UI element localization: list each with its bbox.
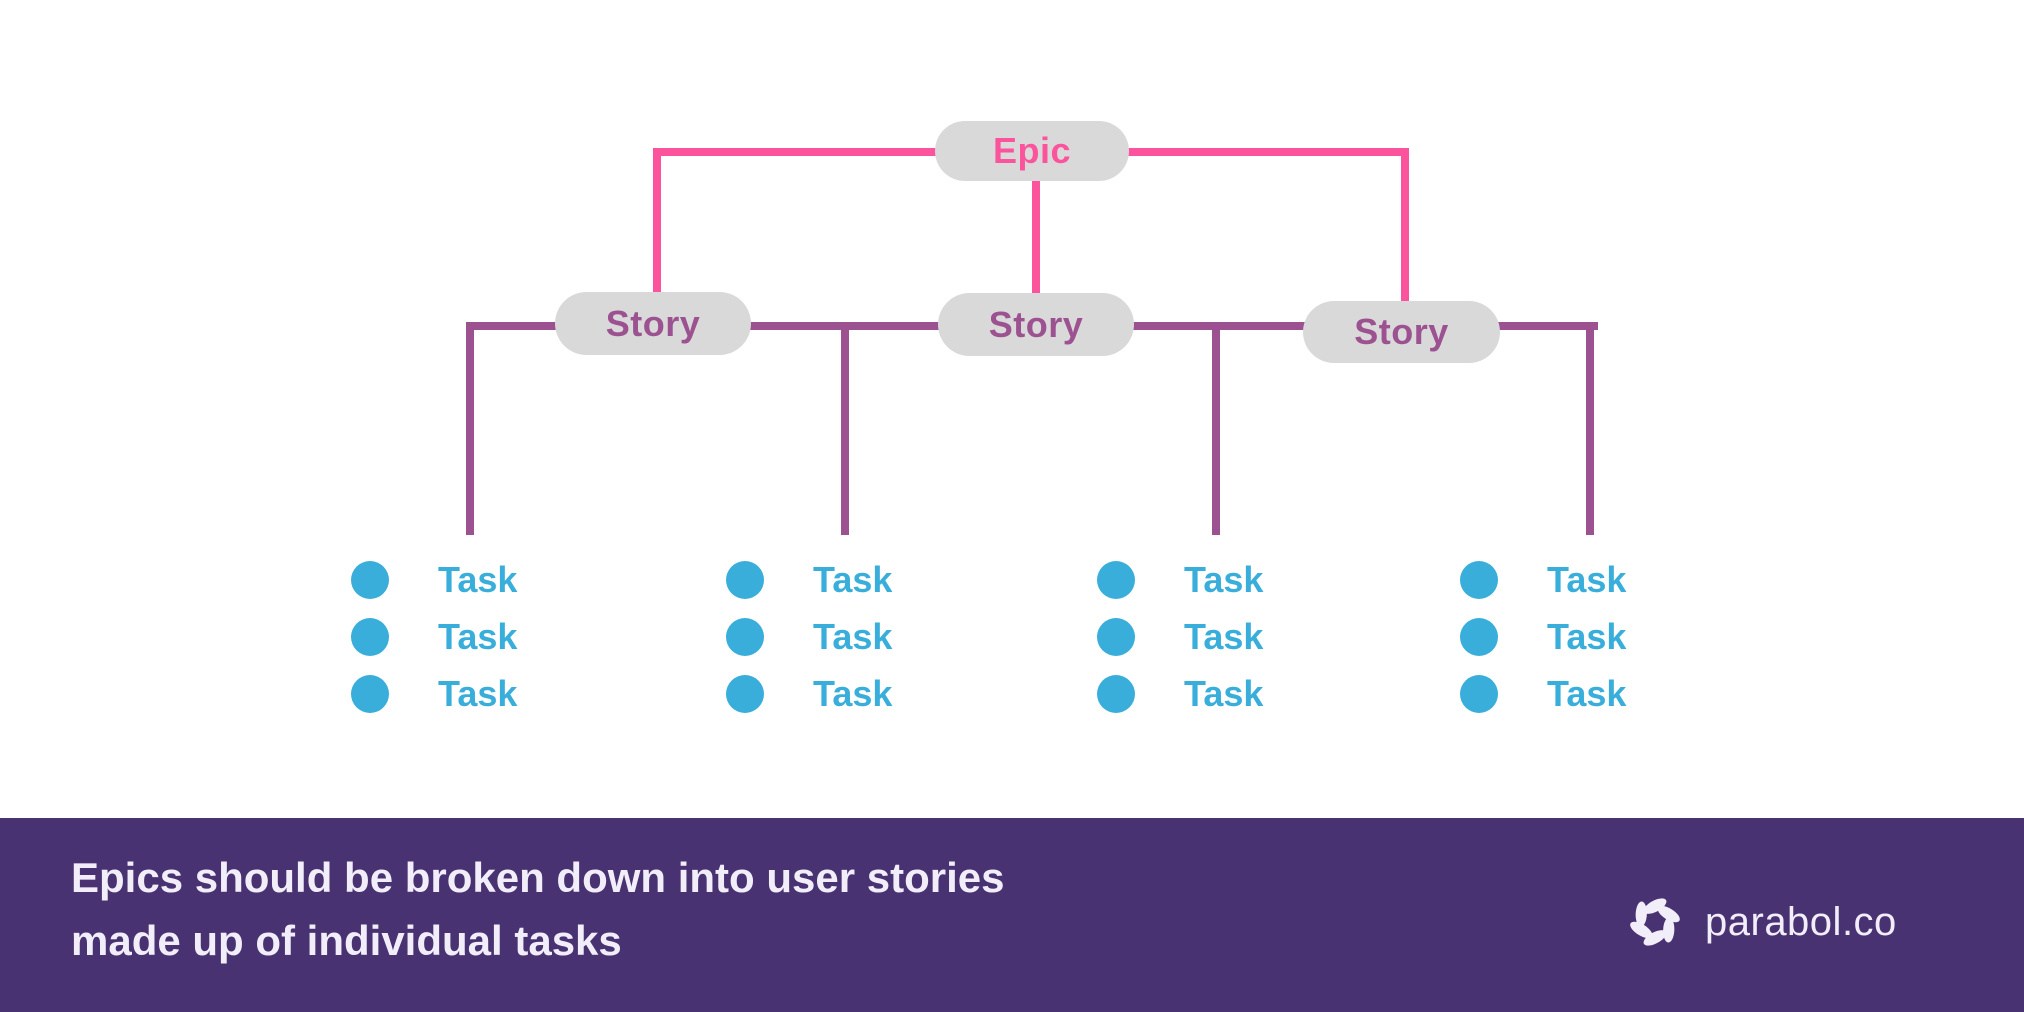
caption-banner <box>0 818 2024 1012</box>
task-bullet-icon <box>726 618 764 656</box>
epic-node-label: Epic <box>992 130 1072 171</box>
task-bullet-icon <box>1097 618 1135 656</box>
story-task-drop-connector-4 <box>1586 322 1594 535</box>
task-label: Task <box>1547 673 1627 714</box>
task-bullet-icon <box>351 675 389 713</box>
story-node-label: Story <box>1354 311 1449 352</box>
story-task-drop-connector-1 <box>466 322 474 535</box>
epic-story-left-drop-connector <box>653 148 661 292</box>
task-list-3: Task Task Task <box>1097 561 1263 713</box>
task-bullet-icon <box>726 561 764 599</box>
caption-line-1: Epics should be broken down into user st… <box>71 854 1005 901</box>
task-item: Task <box>726 618 892 656</box>
task-bullet-icon <box>1460 675 1498 713</box>
task-item: Task <box>726 675 892 713</box>
task-item: Task <box>726 561 892 599</box>
story-node-3: Story <box>1303 301 1500 363</box>
caption-line-2: made up of individual tasks <box>71 917 622 964</box>
task-item: Task <box>1460 618 1626 656</box>
story-node-2: Story <box>938 293 1134 356</box>
story-task-drop-connector-3 <box>1212 322 1220 535</box>
task-label: Task <box>1184 616 1264 657</box>
task-item: Task <box>351 618 517 656</box>
story-task-drop-connector-2 <box>841 322 849 535</box>
task-label: Task <box>1547 559 1627 600</box>
task-bullet-icon <box>1097 675 1135 713</box>
task-item: Task <box>1097 618 1263 656</box>
task-bullet-icon <box>1460 618 1498 656</box>
task-item: Task <box>1460 675 1626 713</box>
task-label: Task <box>1184 673 1264 714</box>
parabol-logo: parabol.co <box>1627 894 1897 950</box>
task-label: Task <box>438 559 518 600</box>
task-bullet-icon <box>1097 561 1135 599</box>
task-label: Task <box>813 559 893 600</box>
task-label: Task <box>1184 559 1264 600</box>
task-item: Task <box>351 675 517 713</box>
task-bullet-icon <box>351 618 389 656</box>
story-node-label: Story <box>605 302 701 344</box>
task-item: Task <box>351 561 517 599</box>
task-label: Task <box>438 616 518 657</box>
task-list-1: Task Task Task <box>351 561 517 713</box>
task-bullet-icon <box>1460 561 1498 599</box>
epic-story-right-drop-connector <box>1401 148 1409 301</box>
epic-node: Epic <box>935 121 1129 181</box>
task-label: Task <box>813 616 893 657</box>
task-list-2: Task Task Task <box>726 561 892 713</box>
task-item: Task <box>1097 675 1263 713</box>
logo-text: parabol.co <box>1705 900 1897 944</box>
task-label: Task <box>813 673 893 714</box>
caption-text: Epics should be broken down into user st… <box>71 846 1004 972</box>
story-node-label: Story <box>988 303 1084 345</box>
task-bullet-icon <box>726 675 764 713</box>
task-label: Task <box>438 673 518 714</box>
task-bullet-icon <box>351 561 389 599</box>
task-list-4: Task Task Task <box>1460 561 1626 713</box>
task-item: Task <box>1460 561 1626 599</box>
story-node-1: Story <box>555 292 751 355</box>
epic-story-center-drop-connector <box>1032 176 1040 293</box>
task-item: Task <box>1097 561 1263 599</box>
parabol-pinwheel-icon <box>1630 898 1680 946</box>
task-label: Task <box>1547 616 1627 657</box>
